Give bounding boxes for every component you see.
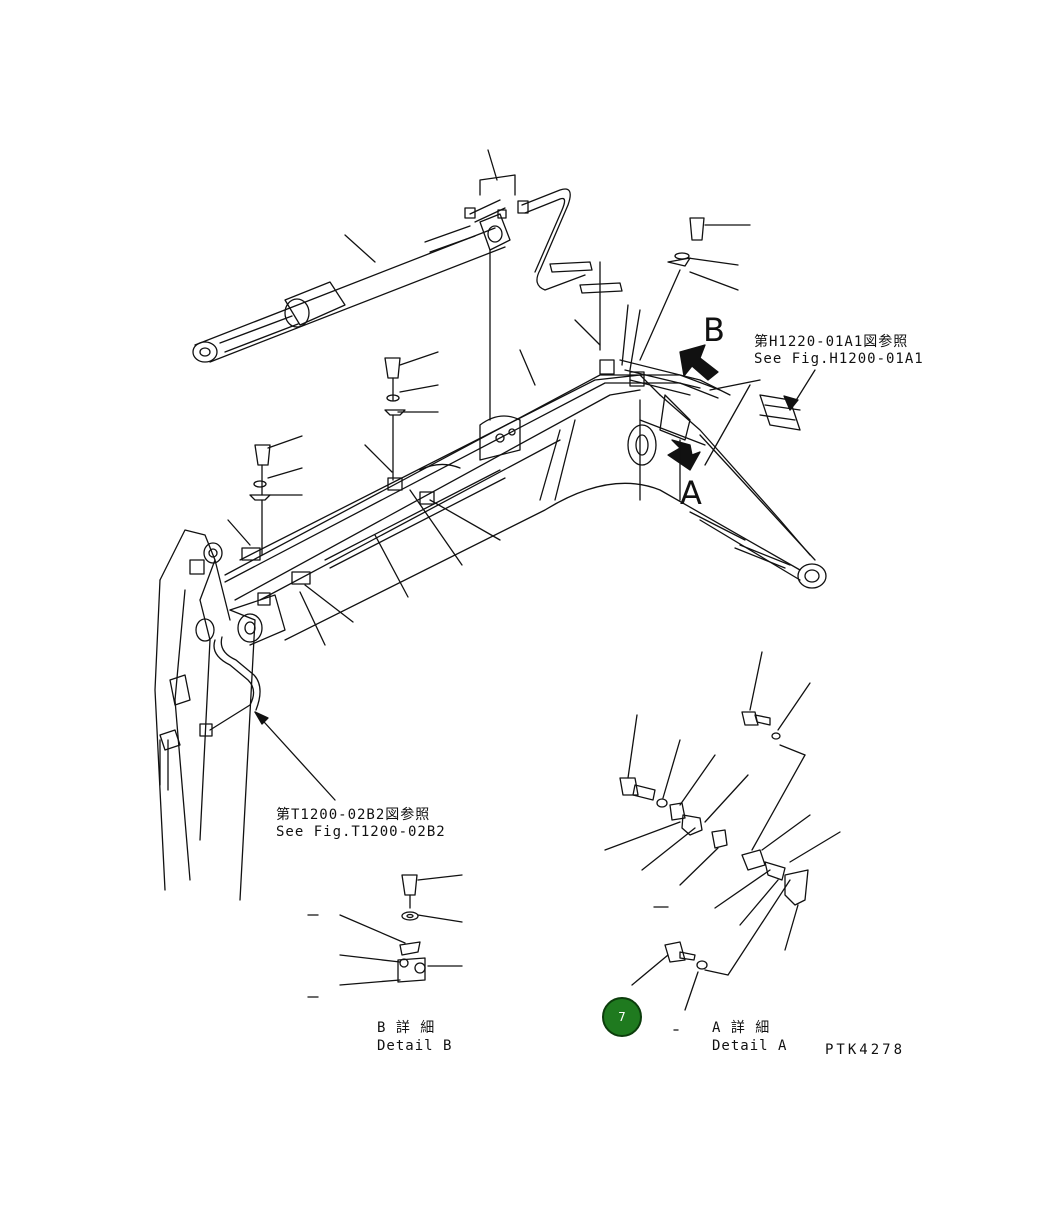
detail-a-caption-en: Detail A <box>712 1038 788 1054</box>
boom-body <box>239 374 827 641</box>
clamp-assemblies <box>249 217 705 501</box>
drawing-number: PTK4278 <box>825 1042 906 1058</box>
reference-h-en: See Fig.H1200-01A1 <box>754 351 924 367</box>
callout-a-letter: A <box>680 474 702 512</box>
reference-t-jp: 第T1200-02B2図参照 <box>276 807 431 823</box>
arm-structure <box>154 529 286 901</box>
boom-cylinder <box>192 213 511 363</box>
detail-a-caption-jp: A 詳 細 <box>712 1020 771 1036</box>
cylinder-hoses <box>464 188 623 294</box>
part-hotspot-button[interactable]: 7 <box>602 997 642 1037</box>
detail-b-parts <box>307 874 463 998</box>
callout-b-letter: B <box>703 311 725 349</box>
reference-t-en: See Fig.T1200-02B2 <box>276 824 446 840</box>
detail-a-parts <box>604 651 841 1031</box>
leader-lines <box>159 149 761 801</box>
reference-h-jp: 第H1220-01A1図参照 <box>754 334 909 350</box>
direction-arrows <box>667 344 816 471</box>
boom-tip-connectors <box>619 359 801 441</box>
detail-b-caption-jp: B 詳 細 <box>377 1020 436 1036</box>
boom-pipes <box>199 359 721 737</box>
detail-b-caption-en: Detail B <box>377 1038 453 1054</box>
